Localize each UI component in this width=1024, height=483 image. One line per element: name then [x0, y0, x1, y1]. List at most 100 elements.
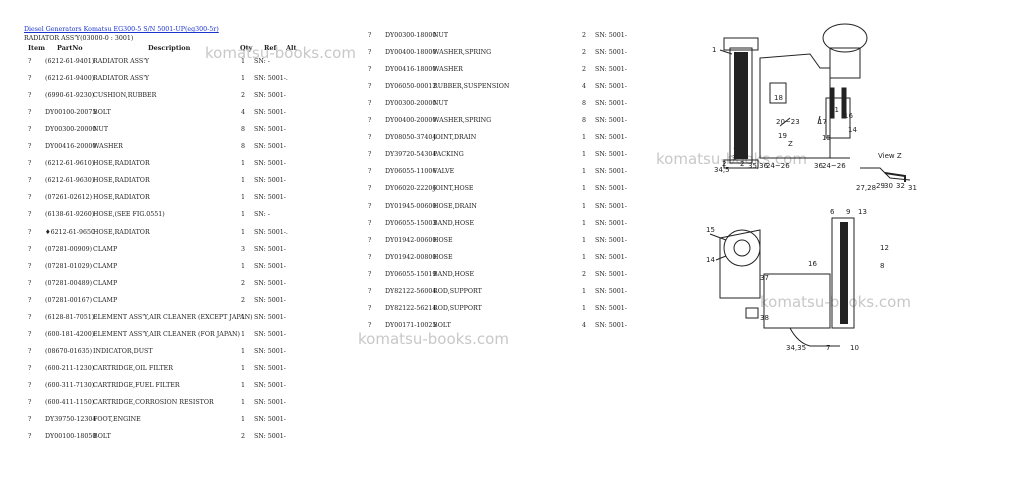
- cell-description: HOSE,RADIATOR: [93, 228, 150, 236]
- cell-serial: SN: 5001-: [254, 160, 286, 168]
- cell-partno: ♦6212-61-9650: [45, 228, 95, 236]
- cell-description: BOLT: [433, 321, 451, 329]
- cell-description: CLAMP: [93, 279, 118, 287]
- cell-qty: 4: [582, 83, 587, 91]
- cell-item: ?: [368, 202, 372, 210]
- cell-item: ?: [28, 313, 32, 321]
- cell-qty: 2: [582, 49, 587, 57]
- cell-item: ?: [28, 364, 32, 372]
- cell-description: BOLT: [93, 109, 111, 117]
- cell-qty: 1: [582, 304, 587, 312]
- cell-qty: 1: [582, 168, 587, 176]
- cell-serial: SN: 5001-: [254, 245, 286, 253]
- callout-label: 2: [740, 160, 744, 168]
- callout-label: 16: [844, 112, 853, 120]
- callout-label: 1: [712, 46, 716, 54]
- engine-side-shape: [763, 273, 831, 329]
- filter-cartridge-shape: [841, 87, 847, 119]
- cell-item: ?: [368, 304, 372, 312]
- cell-description: BAND,HOSE: [433, 219, 475, 227]
- cell-item: ?: [28, 262, 32, 270]
- cell-serial: SN: 5001-: [254, 433, 286, 441]
- cell-serial: SN: 5001-: [254, 296, 286, 304]
- callout-label: 30: [884, 182, 893, 190]
- cell-partno: (600-411-1150): [45, 399, 95, 406]
- cell-partno: (07281-00489): [45, 279, 93, 287]
- cell-item: ?: [368, 321, 372, 329]
- cell-serial: SN: 5001-: [595, 151, 627, 159]
- cell-qty: 2: [241, 92, 246, 100]
- cell-serial: SN: 5001-: [254, 143, 286, 151]
- cell-qty: 1: [241, 228, 246, 236]
- callout-label: 37: [760, 274, 769, 282]
- cell-partno: (6990-61-9230): [45, 92, 95, 100]
- cell-item: ?: [28, 228, 32, 236]
- cell-qty: 1: [241, 177, 246, 185]
- cell-partno: (6212-61-9401): [45, 58, 95, 65]
- callout-label: 2: [722, 160, 726, 168]
- cell-serial: SN: 5001-: [254, 126, 286, 134]
- col-header-ref: Ref: [264, 44, 277, 52]
- callout-label: 17: [818, 118, 827, 126]
- callout-label: 19: [778, 132, 787, 140]
- cell-serial: SN: 5001-: [595, 287, 627, 295]
- callout-label: 14: [848, 126, 857, 134]
- cell-serial: SN: 5001-: [595, 134, 627, 142]
- cell-item: ?: [368, 83, 372, 91]
- cell-serial: SN: 5001-: [595, 66, 627, 74]
- callout-label: 8: [880, 262, 884, 270]
- cell-qty: 1: [582, 185, 587, 193]
- cell-description: BOLT: [93, 433, 111, 441]
- cell-description: NUT: [433, 100, 449, 108]
- cell-serial: SN: 5001-: [254, 109, 286, 117]
- engine-part-shape: [769, 82, 787, 104]
- cell-partno: (600-211-1230): [45, 364, 95, 372]
- cell-item: ?: [368, 236, 372, 244]
- cell-qty: 1: [241, 364, 246, 372]
- cell-partno: DY00400-20000: [385, 117, 437, 125]
- callout-label: 36: [814, 162, 823, 170]
- cell-description: NUT: [433, 32, 449, 39]
- cell-item: ?: [28, 75, 32, 83]
- cell-qty: 1: [241, 399, 246, 406]
- callout-label: 24~26: [822, 162, 846, 170]
- cell-item: ?: [28, 347, 32, 355]
- cell-item: ?: [28, 194, 32, 202]
- cell-description: ROD,SUPPORT: [433, 304, 482, 312]
- cell-serial: SN: 5001-: [595, 321, 627, 329]
- radiator-tank-top-shape: [723, 37, 759, 51]
- cell-item: ?: [368, 287, 372, 295]
- cell-item: ?: [28, 399, 32, 406]
- cell-item: ?: [368, 66, 372, 74]
- cell-item: ?: [28, 109, 32, 117]
- cell-item: ?: [368, 253, 372, 261]
- callout-label: 7: [826, 344, 830, 352]
- cell-item: ?: [368, 168, 372, 176]
- radiator-core-fill: [734, 52, 748, 159]
- cell-qty: 2: [241, 433, 246, 441]
- cell-item: ?: [368, 185, 372, 193]
- cell-qty: 1: [241, 330, 246, 338]
- cell-description: BAND,HOSE: [433, 270, 475, 278]
- cell-qty: 1: [241, 194, 246, 202]
- breadcrumb: Diesel Generators Komatsu EG300-5 S/N 50…: [24, 26, 219, 33]
- radiator-core-shape: [729, 47, 753, 164]
- cell-qty: 1: [582, 236, 587, 244]
- cell-qty: 1: [241, 262, 246, 270]
- cell-partno: (6212-61-9630): [45, 177, 95, 185]
- cell-description: WASHER,SPRING: [433, 117, 492, 125]
- cell-description: CLAMP: [93, 296, 118, 304]
- cell-serial: SN: 5001-.: [254, 228, 288, 236]
- cell-qty: 1: [582, 253, 587, 261]
- cell-serial: SN: 5001-: [254, 194, 286, 202]
- air-cleaner-shape: [822, 23, 868, 53]
- cell-partno: (07281-00167): [45, 296, 93, 304]
- breadcrumb-link-model[interactable]: EG300-5 S/N 5001-UP(eg300-5r): [113, 26, 219, 33]
- cell-item: ?: [368, 117, 372, 125]
- filter-cartridge-shape: [829, 87, 835, 119]
- cell-description: HOSE: [433, 253, 453, 261]
- cell-qty: 1: [241, 160, 246, 168]
- breadcrumb-link-generators[interactable]: Diesel Generators Komatsu: [24, 26, 112, 33]
- cell-item: ?: [28, 416, 32, 424]
- cell-description: FOOT,ENGINE: [93, 416, 141, 424]
